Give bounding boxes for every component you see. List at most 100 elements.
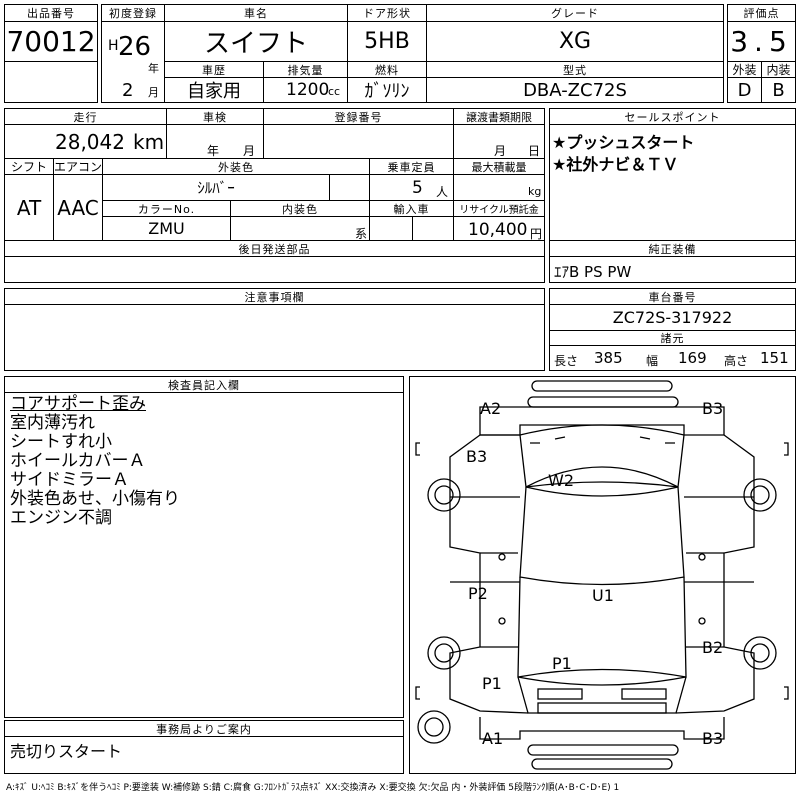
inspector-line: ホイールカバーＡ <box>10 451 146 471</box>
reg-box: H 26 年 2 月 <box>101 21 165 103</box>
recycle-label: リサイクル預託金 <box>453 200 545 217</box>
color-blank <box>329 174 370 201</box>
fuel-label: 燃料 <box>347 61 427 78</box>
equipment-label: 純正装備 <box>549 240 796 257</box>
import-a <box>369 216 413 241</box>
mileage-label: 走行 <box>4 108 167 125</box>
equipment-box: ｴｱB PS PW <box>549 256 796 283</box>
capacity-label: 乗車定員 <box>369 158 454 175</box>
model-label: 型式 <box>426 61 724 78</box>
int-label: 内装 <box>761 61 796 78</box>
grade: XG <box>426 21 724 62</box>
notes-box <box>4 304 545 371</box>
ac: AAC <box>53 174 103 241</box>
office-text: 売切りスタート <box>10 742 123 761</box>
width: 169 <box>678 349 707 367</box>
inspector-line: サイドミラーＡ <box>10 470 129 490</box>
later-parts-label: 後日発送部品 <box>4 240 545 257</box>
legend: A:ｷｽﾞ U:ﾍｺﾐ B:ｷｽﾞを伴うﾍｺﾐ P:要塗装 W:補修跡 S:錆 … <box>6 783 620 793</box>
lot-blank <box>4 61 98 103</box>
mark-rear-panel: P1 <box>552 654 572 673</box>
car-name: スイフト <box>164 21 348 62</box>
sales-box: ★プッシュスタート ★社外ナビ＆ＴＶ <box>549 124 796 241</box>
mark-center: U1 <box>592 586 614 605</box>
recycle-amount: 10,400 <box>468 220 528 240</box>
displacement: 1200 <box>286 80 330 100</box>
notes-label: 注意事項欄 <box>4 288 545 305</box>
reg-year-unit: 年 <box>148 62 159 75</box>
car-name-label: 車名 <box>164 4 348 22</box>
mark-roof: W2 <box>548 471 574 490</box>
ext-label: 外装 <box>727 61 762 78</box>
int-color-box: 系 <box>230 216 370 241</box>
int-grade: B <box>761 77 796 103</box>
mark-front-left: A2 <box>480 399 502 418</box>
model: DBA-ZC72S <box>426 77 724 103</box>
recycle-unit: 円 <box>530 227 543 241</box>
history-label: 車歴 <box>164 61 264 78</box>
lot-label: 出品番号 <box>4 4 98 22</box>
transfer-label: 譲渡書類期限 <box>453 108 545 125</box>
load-box: kg <box>453 174 545 201</box>
capacity-box: 5 人 <box>369 174 454 201</box>
sales-point-2: ★社外ナビ＆ＴＶ <box>552 155 679 174</box>
plate-label: 登録番号 <box>263 108 454 125</box>
length: 385 <box>594 349 623 367</box>
inspect-box: 年 月 <box>166 124 264 159</box>
mileage: 28,042 <box>55 130 125 154</box>
reg-label: 初度登録 <box>101 4 165 22</box>
shift-label: シフト <box>4 158 54 175</box>
int-color-label: 内装色 <box>230 200 370 217</box>
score: 3.5 <box>727 21 796 62</box>
equipment-value: ｴｱB PS PW <box>554 263 632 281</box>
capacity-unit: 人 <box>436 185 449 199</box>
recycle-box: 10,400 円 <box>453 216 545 241</box>
inspector-line: エンジン不調 <box>10 508 112 528</box>
chassis-label: 車台番号 <box>549 288 796 305</box>
mark-right-rear: B2 <box>702 638 724 657</box>
plate-box <box>263 124 454 159</box>
door-type: 5HB <box>347 21 427 62</box>
shift: AT <box>4 174 54 241</box>
transfer-day-unit: 日 <box>528 144 541 158</box>
load-unit: kg <box>528 185 542 198</box>
inspector-line: シートすれ小 <box>10 432 112 452</box>
office-label: 事務局よりご案内 <box>4 720 404 737</box>
mark-back-left: A1 <box>482 729 504 748</box>
height: 151 <box>760 349 789 367</box>
color: ｼﾙﾊﾞｰ <box>102 174 330 201</box>
mark-back-right: B3 <box>702 729 724 748</box>
color-no-label: カラーNo. <box>102 200 231 217</box>
ac-label: エアコン <box>53 158 103 175</box>
door-label: ドア形状 <box>347 4 427 22</box>
inspector-label: 検査員記入欄 <box>4 376 404 393</box>
mark-left-rear-door: P2 <box>468 584 488 603</box>
int-color-unit: 系 <box>355 227 368 241</box>
history: 自家用 <box>164 77 264 103</box>
transfer-box: 月 日 <box>453 124 545 159</box>
import-b <box>412 216 454 241</box>
grade-label: グレード <box>426 4 724 22</box>
height-label: 高さ <box>724 354 749 368</box>
disp-label: 排気量 <box>263 61 348 78</box>
load-label: 最大積載量 <box>453 158 545 175</box>
inspect-label: 車検 <box>166 108 264 125</box>
mark-front-right: B3 <box>702 399 724 418</box>
disp-unit: cc <box>328 85 341 98</box>
chassis-number: ZC72S-317922 <box>549 304 796 331</box>
capacity: 5 <box>412 178 423 198</box>
reg-month: 2 <box>122 80 134 101</box>
mileage-unit: km <box>133 130 165 154</box>
inspector-line: コアサポート歪み <box>10 394 146 414</box>
office-box: 売切りスタート <box>4 736 404 774</box>
sales-point-1: ★プッシュスタート <box>552 133 695 152</box>
ext-grade: D <box>727 77 762 103</box>
reg-year: 26 <box>118 32 152 62</box>
mark-rear-left: P1 <box>482 674 502 693</box>
color-no: ZMU <box>102 216 231 241</box>
inspector-line: 室内薄汚れ <box>10 413 95 433</box>
reg-month-unit: 月 <box>148 86 159 99</box>
mileage-box: 28,042 km <box>4 124 167 159</box>
inspect-year-unit: 年 <box>207 144 220 158</box>
mark-left-side: B3 <box>466 447 488 466</box>
